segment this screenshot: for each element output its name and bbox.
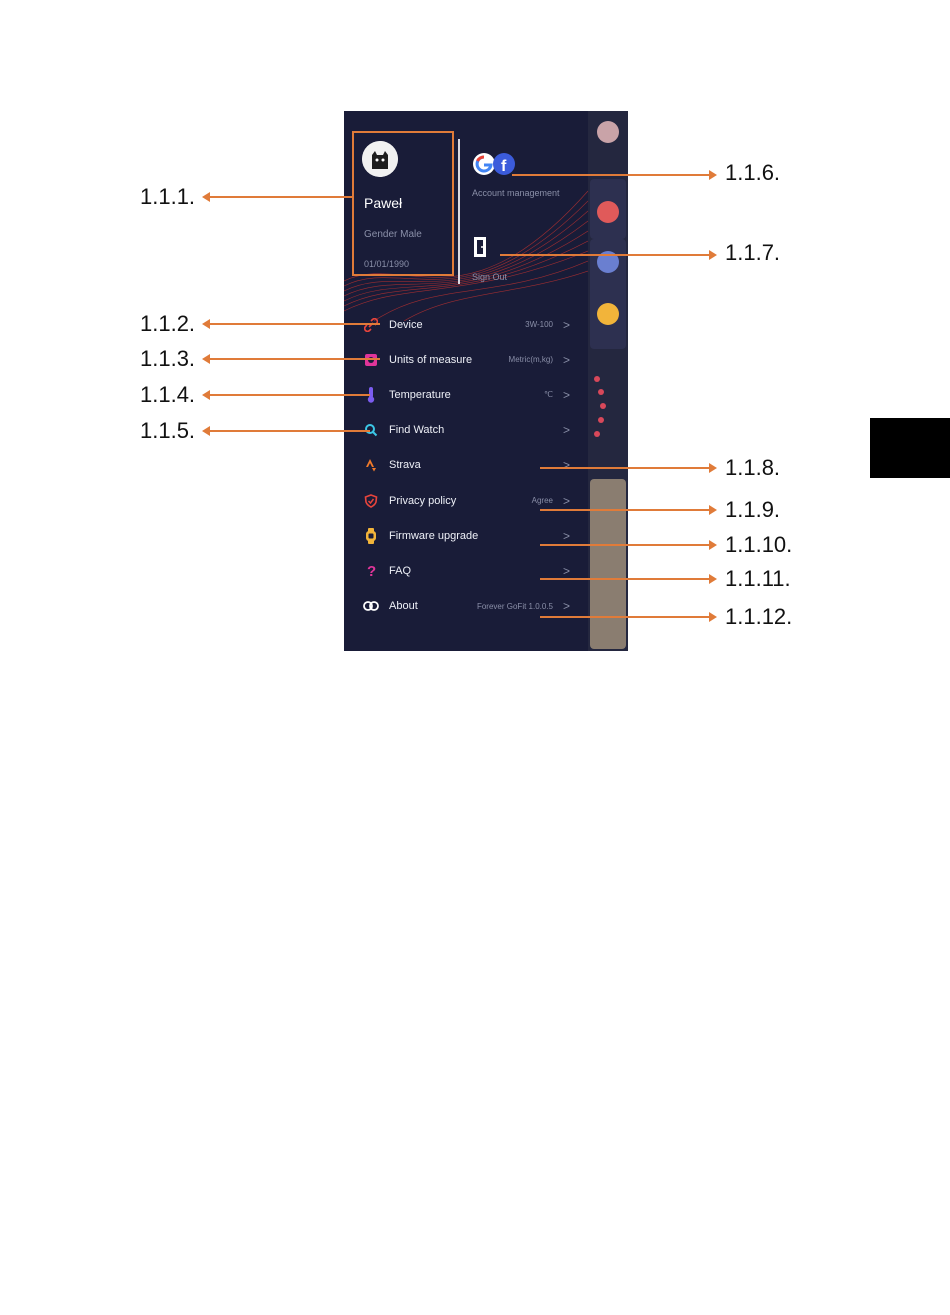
callout-1-1-12: 1.1.12. [725,604,793,629]
menu-item-value: Forever GoFit 1.0.0.5 [476,601,553,611]
menu-item-units[interactable]: Units of measure Metric(m,kg) > [344,342,588,377]
menu-item-device[interactable]: Device 3W-100 > [344,307,588,342]
chevron-right-icon: > [562,387,570,402]
chevron-right-icon: > [562,563,570,578]
settings-menu: Device 3W-100 > Units of measure Metric(… [344,307,588,624]
info-icon [363,598,379,614]
arrow-1-1-5 [202,426,370,436]
drop-icon [597,251,619,273]
watch-icon [363,527,379,544]
svg-text:?: ? [367,563,376,579]
callout-1-1-4: 1.1.4. [140,382,196,407]
user-birthdate: 01/01/1990 [364,259,410,269]
background-app-strip [588,111,628,651]
menu-item-label: Strava [389,459,421,472]
chevron-right-icon: > [562,493,570,508]
user-gender: Gender Male [364,229,422,240]
menu-item-faq[interactable]: ? FAQ > [344,553,588,588]
sign-out-label[interactable]: Sign Out [472,272,508,282]
callout-1-1-5: 1.1.5. [140,418,196,443]
menu-item-value: 3W-100 [525,320,553,330]
arrow-1-1-9 [540,505,717,515]
callout-1-1-7: 1.1.7. [725,240,781,265]
menu-item-value: Metric(m,kg) [508,355,553,365]
chevron-right-icon: > [562,599,570,614]
chevron-right-icon: > [562,423,570,438]
callout-1-1-9: 1.1.9. [725,497,781,522]
svg-text:f: f [501,158,507,175]
arrow-1-1-2 [202,319,380,329]
question-icon: ? [363,563,379,579]
progress-dot [598,417,604,423]
heart-icon [597,201,619,223]
menu-item-label: Temperature [389,388,451,401]
progress-dot [600,403,606,409]
callout-1-1-8: 1.1.8. [725,455,781,480]
menu-item-strava[interactable]: Strava > [344,448,588,483]
callout-1-1-11: 1.1.11. [725,566,791,591]
strip-avatar-icon [597,121,619,143]
chevron-right-icon: > [562,352,570,367]
menu-item-label: Units of measure [389,353,473,366]
menu-item-label: Find Watch [389,424,445,437]
avatar[interactable] [362,141,398,177]
arrow-1-1-7 [500,250,717,260]
menu-item-label: FAQ [389,564,412,577]
arrow-1-1-3 [202,354,380,364]
user-name: Paweł [364,195,403,211]
strava-icon [363,457,379,473]
arrow-1-1-4 [202,390,370,400]
menu-item-about[interactable]: About Forever GoFit 1.0.0.5 > [344,589,588,624]
callout-1-1-3: 1.1.3. [140,346,196,371]
arrow-1-1-12 [540,612,717,622]
callout-1-1-1: 1.1.1. [140,184,196,209]
progress-dot [594,376,600,382]
arrow-1-1-6 [512,170,717,180]
google-facebook-icon[interactable]: f [472,151,516,177]
callout-1-1-6: 1.1.6. [725,160,781,185]
menu-item-label: Device [389,318,423,331]
thermometer-icon [363,386,379,403]
section-tab [870,418,950,478]
menu-item-value: ℃ [544,390,553,400]
menu-item-label: Privacy policy [389,494,457,507]
menu-item-value: Agree [531,496,553,506]
arrow-1-1-11 [540,574,717,584]
search-icon [363,422,379,438]
menu-item-label: About [389,600,418,613]
vertical-divider [458,139,460,284]
settings-screen: Paweł Gender Male 01/01/1990 f Account m… [344,111,628,651]
profile-card[interactable] [352,131,454,276]
progress-dot [598,389,604,395]
chevron-right-icon: > [562,458,570,473]
arrow-1-1-8 [540,463,717,473]
menu-item-label: Firmware upgrade [389,529,479,542]
wave-background [344,190,588,321]
sign-out-icon[interactable] [472,236,490,258]
menu-item-firmware[interactable]: Firmware upgrade > [344,518,588,553]
account-management-label[interactable]: Account management [472,188,560,198]
menu-item-temperature[interactable]: Temperature ℃ > [344,377,588,412]
progress-dot [594,431,600,437]
callout-1-1-2: 1.1.2. [140,311,196,336]
arrow-1-1-1 [202,192,352,202]
shield-icon [363,493,379,509]
chevron-right-icon: > [562,317,570,332]
chevron-right-icon: > [562,528,570,543]
callout-1-1-10: 1.1.10. [725,532,793,557]
menu-item-find-watch[interactable]: Find Watch > [344,413,588,448]
arrow-1-1-10 [540,540,717,550]
sun-icon [597,303,619,325]
strip-photo [590,479,626,649]
menu-item-privacy[interactable]: Privacy policy Agree > [344,483,588,518]
